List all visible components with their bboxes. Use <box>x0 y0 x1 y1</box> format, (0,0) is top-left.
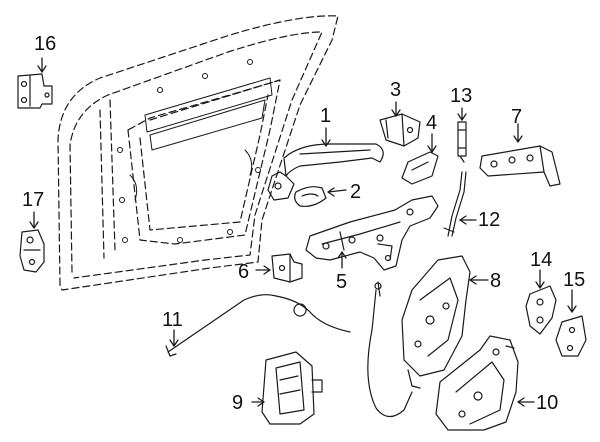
part-3-bracket <box>379 113 421 147</box>
part-17-hinge-lower <box>19 229 45 273</box>
callout-5: 5 <box>336 271 348 293</box>
callout-10: 10 <box>536 392 559 414</box>
part-8-door-latch <box>401 255 471 389</box>
part-2-handle-cap <box>294 186 327 207</box>
callout-1: 1 <box>320 105 332 127</box>
part-7-handle-carrier <box>479 145 561 187</box>
callout-17: 17 <box>22 189 45 211</box>
callout-8: 8 <box>490 270 502 292</box>
door-frame-inner-detail <box>117 59 273 243</box>
callout-7: 7 <box>511 106 523 128</box>
callout-6: 6 <box>238 261 250 283</box>
callout-16: 16 <box>34 33 57 55</box>
callout-13: 13 <box>450 85 473 107</box>
door-frame <box>57 15 339 291</box>
part-6-small-bracket <box>271 253 303 283</box>
callout-14: 14 <box>530 249 553 271</box>
latch-cable <box>367 281 413 418</box>
callout-4: 4 <box>426 112 438 134</box>
callout-11: 11 <box>162 309 183 331</box>
callout-2: 2 <box>350 181 362 203</box>
part-1-outside-handle <box>267 143 384 201</box>
callout-3: 3 <box>390 79 402 101</box>
part-5-handle-carrier-frame <box>305 195 439 271</box>
leader-lines <box>29 57 577 407</box>
part-16-hinge-upper <box>17 73 53 109</box>
callout-12: 12 <box>478 209 501 231</box>
part-4-cover <box>401 151 439 185</box>
callout-9: 9 <box>232 392 244 414</box>
part-15-plate <box>555 315 587 357</box>
part-11-cable <box>165 294 351 357</box>
part-9-inner-handle <box>261 351 323 425</box>
part-12-rod <box>443 171 467 237</box>
part-13-lock-cylinder <box>457 121 467 163</box>
part-10-lock-module <box>435 335 519 431</box>
callout-15: 15 <box>563 269 586 291</box>
part-14-striker <box>525 285 557 335</box>
